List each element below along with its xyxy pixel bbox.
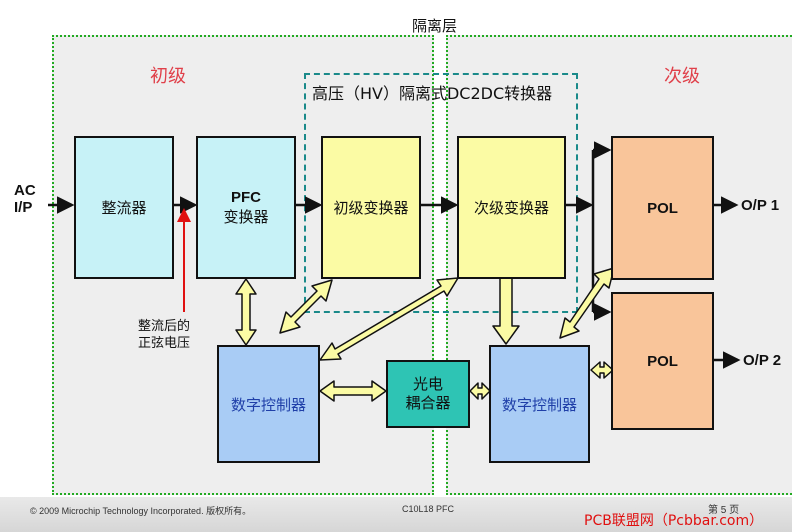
link-secondary-right-controller bbox=[492, 277, 520, 345]
secondary-side-label: 次级 bbox=[664, 66, 700, 87]
input-label: AC I/P bbox=[14, 182, 36, 216]
course-code: C10L18 PFC bbox=[402, 504, 455, 514]
optocoupler-line1: 光电 bbox=[412, 375, 443, 393]
primary-side-label: 初级 bbox=[150, 66, 186, 87]
isolation-layer-label: 隔离层 bbox=[412, 17, 458, 35]
link-left-controller-optocoupler bbox=[319, 380, 387, 402]
link-optocoupler-right-controller bbox=[469, 382, 491, 400]
secondary-converter-block: 次级变换器 bbox=[457, 136, 566, 279]
optocoupler-line2: 耦合器 bbox=[405, 394, 451, 412]
link-pfc-left-controller bbox=[235, 278, 257, 346]
output1-label: O/P 1 bbox=[741, 197, 780, 214]
optocoupler-block: 光电 耦合器 bbox=[386, 360, 470, 428]
link-right-controller-pol2 bbox=[590, 361, 614, 379]
pfc-label: PFC bbox=[231, 188, 261, 206]
digital-controller-right: 数字控制器 bbox=[489, 345, 590, 463]
slide-footer bbox=[0, 497, 792, 532]
copyright-text: © 2009 Microchip Technology Incorporated… bbox=[30, 506, 252, 516]
rectified-note-line2: 正弦电压 bbox=[138, 336, 191, 351]
pol2-label: POL bbox=[647, 352, 678, 370]
hv-isolated-dc2dc-region bbox=[304, 73, 578, 313]
rectified-sine-note: 整流后的 正弦电压 bbox=[138, 318, 190, 352]
primary-converter-label: 初级变换器 bbox=[333, 199, 409, 217]
digital-controller-right-label: 数字控制器 bbox=[501, 395, 577, 414]
digital-controller-left-label: 数字控制器 bbox=[230, 395, 306, 414]
pol1-label: POL bbox=[647, 199, 678, 217]
rectifier-label: 整流器 bbox=[101, 199, 147, 217]
input-label-line1: AC bbox=[14, 182, 36, 199]
digital-controller-left: 数字控制器 bbox=[217, 345, 320, 463]
rectifier-block: 整流器 bbox=[74, 136, 174, 279]
pfc-converter-block: PFC 变换器 bbox=[196, 136, 296, 279]
rectified-note-line1: 整流后的 bbox=[138, 319, 191, 334]
primary-converter-block: 初级变换器 bbox=[321, 136, 421, 279]
page-number: 第 5 页 bbox=[708, 505, 740, 516]
link-secondary-left-controller bbox=[319, 277, 459, 361]
pol2-block: POL bbox=[611, 292, 714, 430]
pol1-block: POL bbox=[611, 136, 714, 280]
output2-label: O/P 2 bbox=[743, 352, 782, 369]
secondary-converter-label: 次级变换器 bbox=[473, 199, 549, 217]
input-label-line2: I/P bbox=[14, 199, 33, 216]
hv-isolated-dc2dc-label: 高压（HV）隔离式DC2DC转换器 bbox=[312, 84, 553, 103]
link-right-controller-pol1 bbox=[559, 267, 615, 339]
link-primary-left-controller bbox=[279, 279, 333, 334]
watermark-text: PCB联盟网（Pcbbar.com） bbox=[584, 513, 764, 529]
pfc-converter-label: 变换器 bbox=[223, 207, 269, 226]
